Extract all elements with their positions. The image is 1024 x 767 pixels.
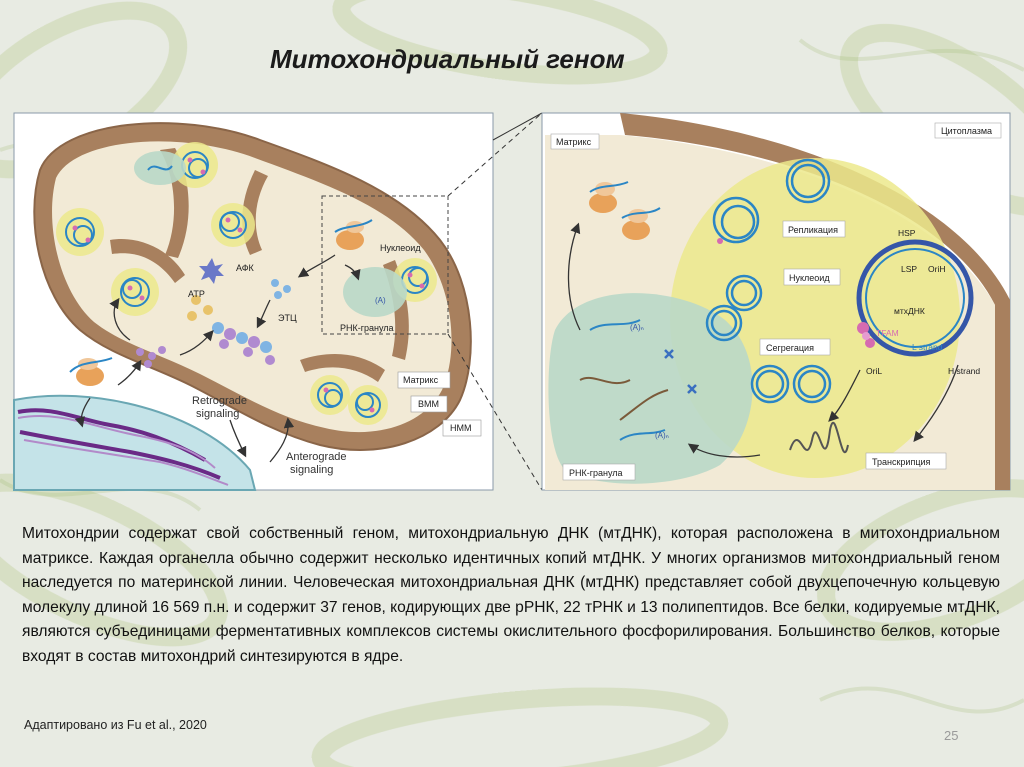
- label-anterograde: Anterograde: [286, 451, 347, 463]
- label-rnp-granule-right: РНК-гранула: [569, 468, 623, 478]
- slide-body-text: Митохондрии содержат свой собственный ге…: [22, 525, 1000, 665]
- label-lsp: LSP: [901, 264, 917, 274]
- label-transcription: Транскрипция: [872, 457, 930, 467]
- poly-a-label-1: (A)ₙ: [630, 323, 644, 332]
- label-replication: Репликация: [788, 225, 838, 235]
- label-tfam: TFAM: [876, 328, 899, 338]
- etc-complex: [212, 322, 275, 365]
- ros-icon: [199, 258, 224, 284]
- label-afk: АФК: [236, 263, 255, 273]
- slide-title: Митохондриальный геном: [270, 44, 625, 74]
- label-retrograde-signaling: signaling: [196, 408, 239, 420]
- label-segregation: Сегрегация: [766, 343, 814, 353]
- poly-a-label-2: (A)ₙ: [655, 431, 669, 440]
- ribosome-cytosol: [69, 357, 113, 386]
- label-hsp: HSP: [898, 228, 916, 238]
- label-oril: OriL: [866, 366, 882, 376]
- label-nucleoid: Нуклеоид: [380, 243, 421, 253]
- label-h-strand: H strand: [948, 366, 980, 376]
- ribosome-left: [334, 219, 373, 250]
- label-cytoplasm: Цитоплазма: [941, 126, 992, 136]
- label-anterograde-signaling: signaling: [290, 464, 333, 476]
- source-credit: Адаптировано из Fu et al., 2020: [24, 718, 207, 732]
- poly-a-label: (A): [375, 296, 386, 305]
- nucleoids-left: [56, 142, 437, 425]
- label-atp: ATP: [188, 289, 205, 299]
- transcription-wave: [789, 421, 849, 454]
- left-panel: (A): [13, 112, 494, 491]
- mtdna-ring: [856, 239, 974, 357]
- label-matrix-right: Матрикс: [556, 137, 592, 147]
- label-orih: OriH: [928, 264, 945, 274]
- label-mtdna: мтхДНК: [894, 306, 925, 316]
- zoom-box: [321, 195, 449, 335]
- label-nucleoid-right: Нуклеоид: [789, 273, 830, 283]
- label-rnp-granule: РНК-гранула: [340, 323, 394, 333]
- label-retrograde: Retrograde: [192, 395, 247, 407]
- label-l-strand: L strand: [912, 342, 943, 352]
- rna-granule-region: [548, 293, 753, 484]
- label-etc: ЭТЦ: [278, 313, 297, 323]
- page-number: 25: [944, 728, 959, 743]
- label-nmm: НММ: [450, 423, 472, 433]
- label-vmm: ВММ: [418, 399, 439, 409]
- label-matrix: Матрикс: [403, 375, 439, 385]
- right-panel: (A)ₙ (A)ₙ Матрикс Цитоплазма Репликация …: [541, 112, 1011, 491]
